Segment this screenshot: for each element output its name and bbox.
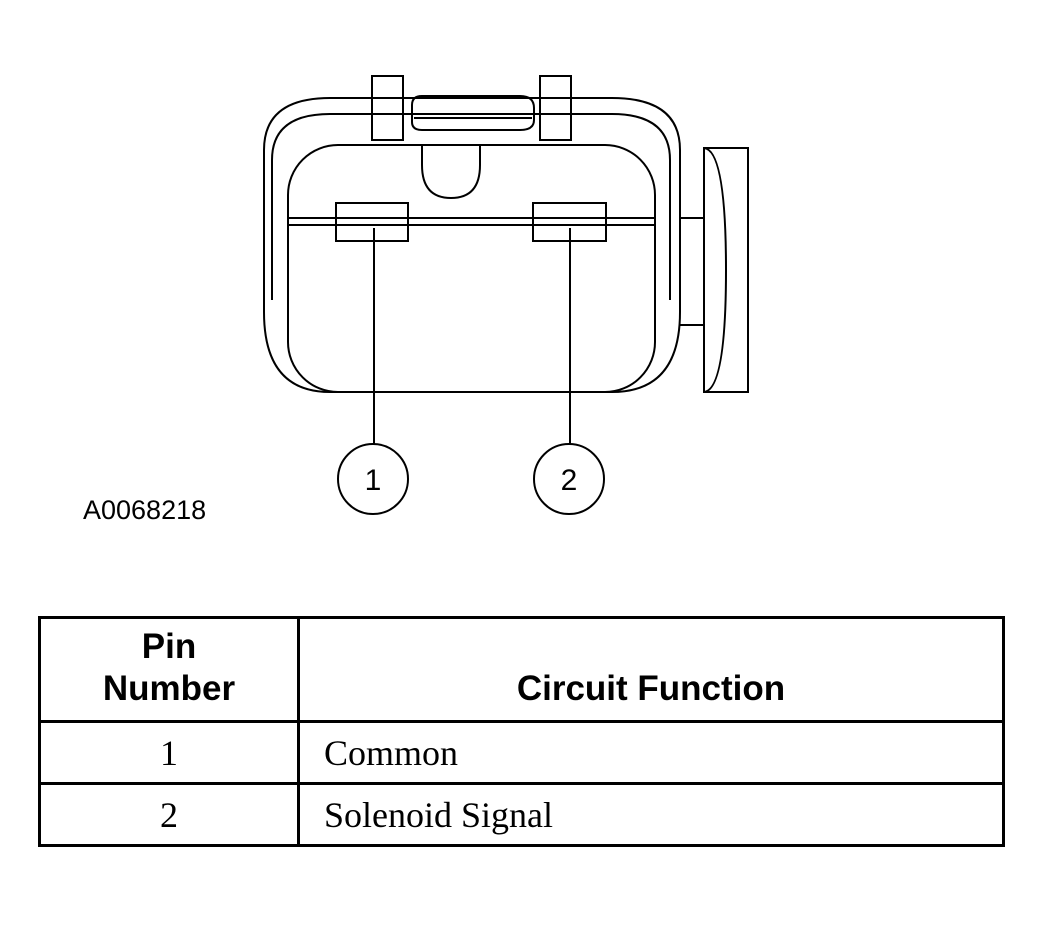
wire-boot: [703, 147, 749, 393]
latch-bar: [411, 95, 535, 131]
figure-id: A0068218: [83, 495, 207, 525]
header-pin-number: Pin Number: [38, 616, 300, 723]
circuit-function-cell: Solenoid Signal: [297, 782, 1005, 847]
pin-number-cell: 2: [38, 782, 300, 847]
header-pin-line1: Pin: [141, 627, 197, 666]
callout-label-2: 2: [561, 464, 578, 497]
connector-housing-outer: [263, 97, 681, 393]
table-row: 2 Solenoid Signal: [38, 782, 1005, 847]
callout-circle-1: [337, 443, 409, 515]
connector-face: [287, 144, 656, 393]
connector-housing-inner-ridge: [271, 113, 671, 300]
table-row: 1 Common: [38, 720, 1005, 785]
connector-diagram: 1 2: [263, 75, 749, 515]
keyway-notch: [421, 145, 481, 200]
header-circuit-function: Circuit Function: [297, 616, 1005, 723]
table-header-row: Pin Number Circuit Function: [38, 616, 1005, 723]
callout-label-1: 1: [365, 464, 382, 497]
pin-table: Pin Number Circuit Function 1 Common 2 S…: [38, 616, 1005, 847]
callout-circle-2: [533, 443, 605, 515]
pin-cavity-1: [335, 202, 409, 242]
lock-tab-left: [371, 75, 404, 141]
lock-tab-right: [539, 75, 572, 141]
pin-number-cell: 1: [38, 720, 300, 785]
circuit-function-cell: Common: [297, 720, 1005, 785]
header-pin-line2: Number: [102, 669, 236, 708]
